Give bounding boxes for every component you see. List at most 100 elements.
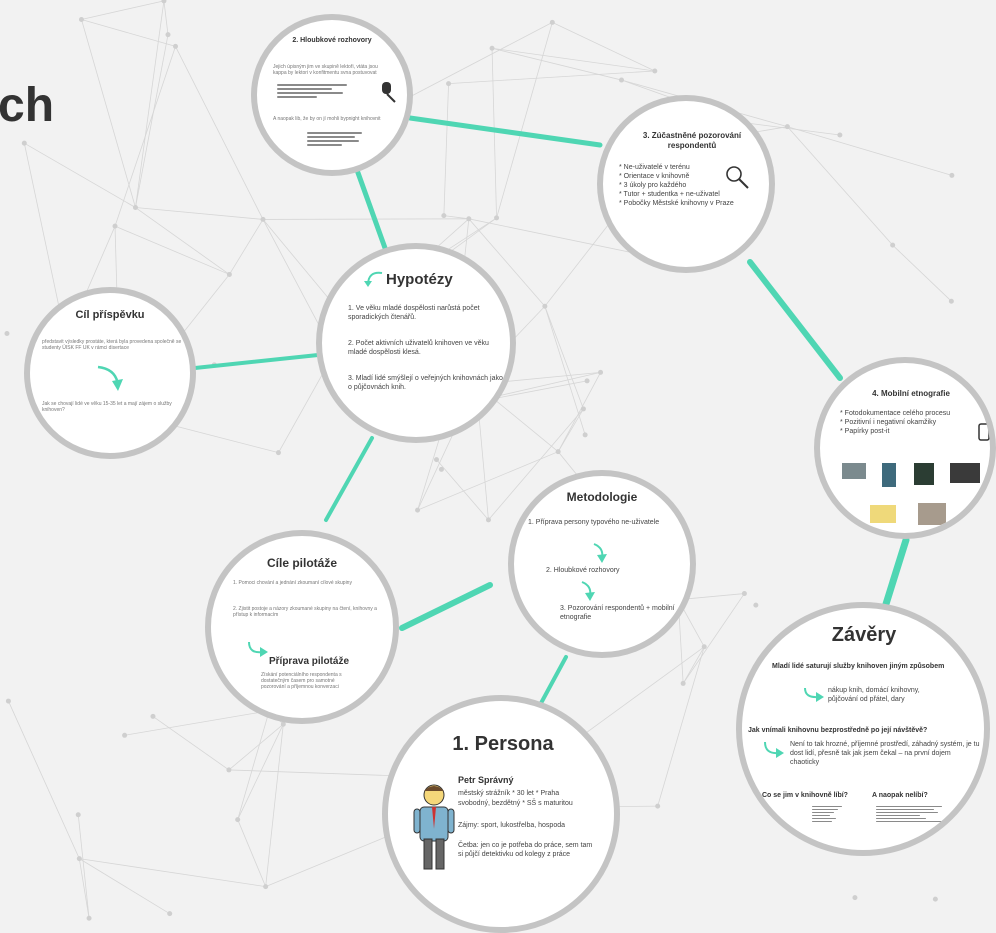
network-node bbox=[583, 432, 588, 437]
network-line bbox=[79, 859, 169, 914]
photo-thumbnail[interactable] bbox=[882, 463, 896, 487]
network-node bbox=[79, 17, 84, 22]
network-node bbox=[542, 304, 547, 309]
network-line bbox=[787, 127, 892, 245]
network-node bbox=[486, 517, 491, 522]
curved-arrow-icon bbox=[94, 363, 124, 393]
deep-interviews-scribble bbox=[277, 82, 357, 100]
curved-arrow-icon bbox=[802, 686, 828, 704]
network-line bbox=[238, 820, 266, 887]
network-line bbox=[683, 647, 704, 684]
network-line bbox=[492, 48, 621, 80]
network-node bbox=[87, 916, 92, 921]
network-line bbox=[449, 71, 655, 84]
circle-mobile-ethnography[interactable]: 4. Mobilní etnografie * Fotodokumentace … bbox=[814, 357, 996, 539]
circle-paper-goal[interactable]: Cíl příspěvku představit výsledky prostá… bbox=[24, 287, 196, 459]
network-node bbox=[441, 213, 446, 218]
network-node bbox=[742, 591, 747, 596]
network-node bbox=[619, 78, 624, 83]
network-line bbox=[263, 219, 469, 220]
likes-list-scribble bbox=[812, 804, 852, 824]
network-node bbox=[949, 299, 954, 304]
photo-thumbnail[interactable] bbox=[950, 463, 980, 483]
network-line bbox=[135, 35, 168, 208]
network-line bbox=[238, 711, 270, 820]
photo-thumbnail[interactable] bbox=[870, 505, 896, 523]
persona-reading: Četba: jen co je potřeba do práce, sem t… bbox=[458, 841, 598, 859]
network-node bbox=[837, 132, 842, 137]
connector-line bbox=[540, 657, 566, 705]
connector-line bbox=[402, 585, 490, 628]
observation-title: 3. Zúčastněné pozorování respondentů bbox=[633, 131, 751, 151]
methodology-title: Metodologie bbox=[554, 490, 650, 504]
network-line bbox=[135, 1, 163, 208]
phone-icon bbox=[978, 423, 990, 441]
network-node bbox=[4, 331, 9, 336]
conclusion-answer-1: nákup knih, domácí knihovny, půjčování o… bbox=[828, 686, 948, 704]
network-node bbox=[150, 714, 155, 719]
conclusions-title: Závěry bbox=[814, 624, 914, 647]
connector-line bbox=[886, 540, 906, 604]
methodology-step-3: 3. Pozorování respondentů + mobilní etno… bbox=[560, 604, 680, 622]
network-node bbox=[556, 449, 561, 454]
circle-pilot-goals[interactable]: Cíle pilotáže 1. Pomoci chování a jednán… bbox=[205, 530, 399, 724]
network-node bbox=[446, 81, 451, 86]
persona-line-2: svobodný, bezdětný * SŠ s maturitou bbox=[458, 799, 598, 808]
network-node bbox=[439, 467, 444, 472]
paper-goal-title: Cíl příspěvku bbox=[55, 309, 165, 321]
methodology-step-2: 2. Hloubkové rozhovory bbox=[546, 566, 676, 575]
network-node bbox=[161, 0, 166, 3]
network-line bbox=[164, 1, 168, 35]
ethnography-item: * Fotodokumentace celého procesu bbox=[840, 409, 995, 418]
network-node bbox=[681, 681, 686, 686]
persona-line-1: městský strážník * 30 let * Praha bbox=[458, 789, 598, 798]
likes-heading: Co se jim v knihovně líbí? bbox=[762, 792, 862, 799]
photo-thumbnails bbox=[842, 463, 982, 523]
network-line bbox=[81, 19, 135, 207]
network-line bbox=[492, 48, 497, 218]
photo-thumbnail[interactable] bbox=[918, 503, 946, 525]
paper-goal-text1: představit výsledky prostáte, která byla… bbox=[42, 339, 182, 351]
network-line bbox=[81, 1, 163, 20]
conclusion-question-2: Jak vnímali knihovnu bezprostředně po je… bbox=[748, 726, 988, 735]
circle-methodology[interactable]: Metodologie 1. Příprava persony typového… bbox=[508, 470, 696, 658]
hypothesis-3: 3. Mladí lidé smýšlejí o veřejných kniho… bbox=[348, 374, 508, 392]
circle-participant-observation[interactable]: 3. Zúčastněné pozorování respondentů * N… bbox=[597, 95, 775, 273]
network-line bbox=[263, 219, 322, 331]
network-node bbox=[785, 124, 790, 129]
circle-persona[interactable]: 1. Persona Petr Správný městský strážník… bbox=[382, 695, 620, 933]
network-node bbox=[753, 603, 758, 608]
network-node bbox=[122, 733, 127, 738]
circle-deep-interviews[interactable]: 2. Hloubkové rozhovory Jejich úpisným ji… bbox=[251, 14, 413, 176]
conclusion-question-1: Mladí lidé saturují služby knihoven jiný… bbox=[772, 662, 952, 671]
curved-arrow-icon bbox=[762, 740, 788, 762]
network-line bbox=[229, 219, 263, 274]
circle-conclusions[interactable]: Závěry Mladí lidé saturují služby knihov… bbox=[736, 602, 990, 856]
network-node bbox=[6, 699, 11, 704]
network-node bbox=[227, 272, 232, 277]
photo-thumbnail[interactable] bbox=[842, 463, 866, 479]
network-line bbox=[683, 594, 744, 684]
network-node bbox=[113, 224, 118, 229]
network-line bbox=[545, 306, 584, 409]
network-node bbox=[652, 68, 657, 73]
network-line bbox=[175, 46, 263, 219]
network-node bbox=[165, 32, 170, 37]
network-node bbox=[167, 911, 172, 916]
network-line bbox=[153, 716, 229, 770]
deep-interviews-scribble-2 bbox=[307, 130, 367, 148]
connector-line bbox=[750, 262, 840, 378]
deep-interviews-text1: Jejich úpisným jim ve skupině lektoři, v… bbox=[273, 64, 383, 76]
hypotheses-title: Hypotézy bbox=[386, 271, 476, 288]
network-line bbox=[658, 647, 705, 806]
connector-line bbox=[326, 438, 372, 520]
network-node bbox=[702, 644, 707, 649]
network-node bbox=[949, 173, 954, 178]
circle-hypotheses[interactable]: Hypotézy 1. Ve věku mladé dospělosti nar… bbox=[316, 243, 516, 443]
photo-thumbnail[interactable] bbox=[914, 463, 934, 485]
network-line bbox=[81, 19, 175, 46]
network-line bbox=[78, 815, 89, 919]
network-line bbox=[135, 208, 263, 220]
down-arrow-icon bbox=[590, 542, 610, 564]
network-node bbox=[490, 46, 495, 51]
